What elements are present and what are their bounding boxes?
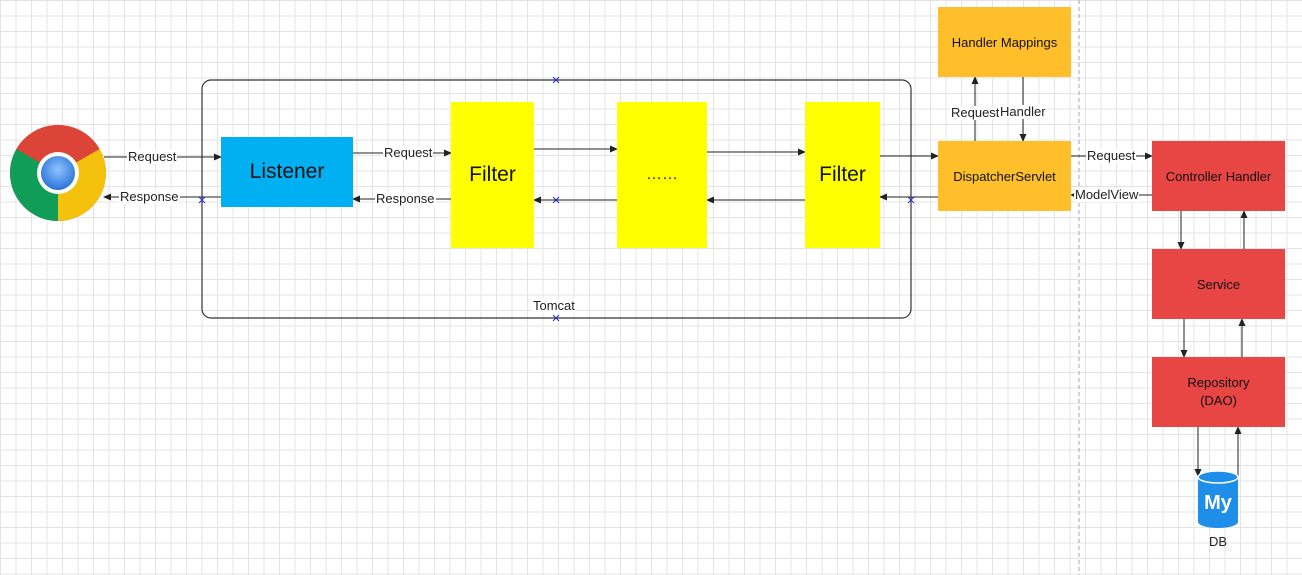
edge-label-response: Response xyxy=(375,191,436,206)
dispatcher-servlet-node[interactable]: DispatcherServlet xyxy=(938,141,1071,211)
edge-label-request: Request xyxy=(1086,148,1137,163)
filter-node-1[interactable]: Filter xyxy=(451,102,534,248)
edge-label-request: Request xyxy=(383,145,434,160)
tomcat-label: Tomcat xyxy=(532,298,576,313)
controller-handler-label: Controller Handler xyxy=(1165,168,1272,184)
edge-label-modelview: ModelView xyxy=(1074,187,1140,202)
dispatcher-servlet-label: DispatcherServlet xyxy=(953,168,1056,184)
edge-label-request: Request xyxy=(950,105,1001,120)
chrome-browser-icon[interactable] xyxy=(9,124,107,222)
controller-handler-node[interactable]: Controller Handler xyxy=(1152,141,1285,211)
db-icon-text: My xyxy=(1204,492,1233,514)
listener-node[interactable]: Listener xyxy=(221,137,353,207)
handler-mappings-node[interactable]: Handler Mappings xyxy=(938,7,1071,77)
repository-sublabel: (DAO) xyxy=(1200,393,1237,408)
filter-label: Filter xyxy=(819,163,866,186)
db-label: DB xyxy=(1209,534,1228,549)
edge-label-request: Request xyxy=(127,149,178,164)
filter-node-2[interactable]: Filter xyxy=(805,102,880,248)
service-label: Service xyxy=(1196,276,1241,292)
handler-mappings-label: Handler Mappings xyxy=(951,34,1058,50)
ellipsis-node[interactable]: …… xyxy=(617,102,707,248)
mysql-database-icon[interactable]: My xyxy=(1197,470,1239,528)
listener-label: Listener xyxy=(249,160,325,183)
edge-label-handler: Handler xyxy=(999,104,1047,119)
service-node[interactable]: Service xyxy=(1152,249,1285,319)
repository-label: Repository xyxy=(1187,375,1250,390)
ellipsis-label: …… xyxy=(646,166,678,183)
filter-label: Filter xyxy=(469,163,516,186)
edge-label-response: Response xyxy=(119,189,180,204)
repository-node[interactable]: Repository (DAO) xyxy=(1152,357,1285,427)
